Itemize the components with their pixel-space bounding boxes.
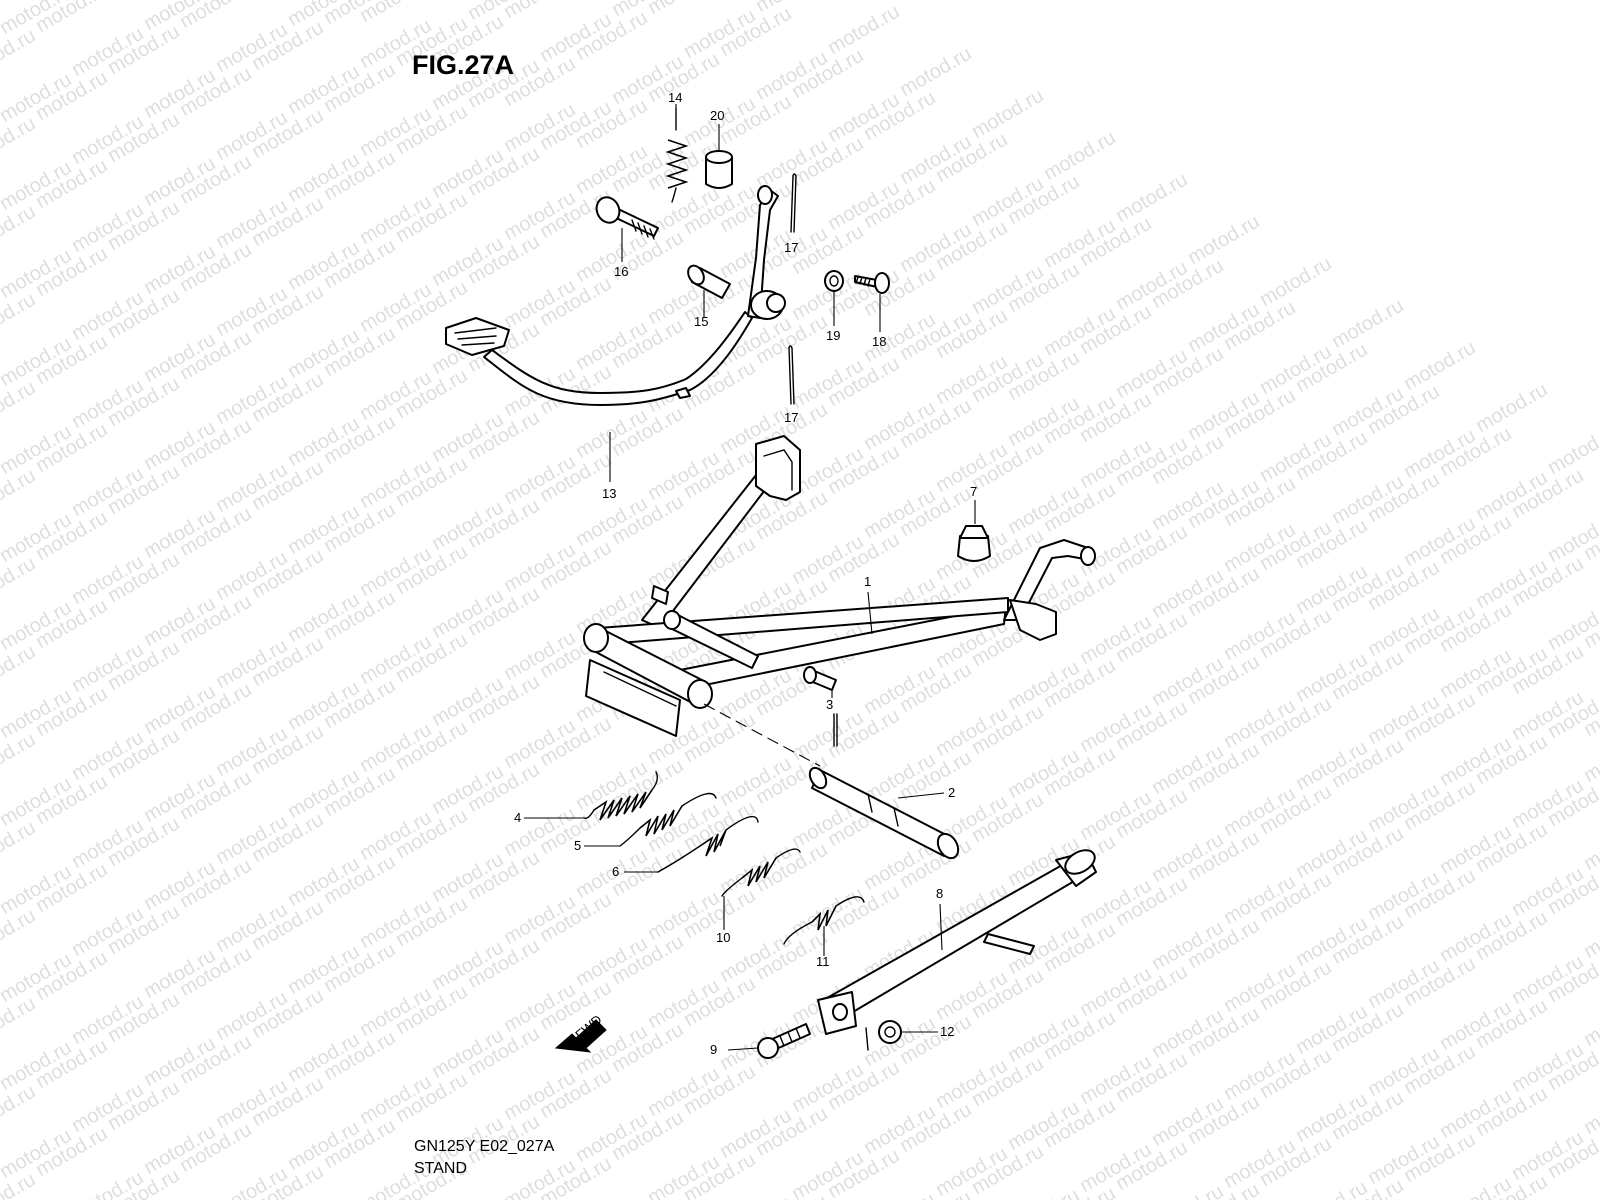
part-18-bolt <box>854 272 890 332</box>
part-4-spring <box>524 771 659 821</box>
figure-name: STAND <box>414 1160 468 1177</box>
callout-11: 11 <box>816 954 830 969</box>
callout-8: 8 <box>936 886 943 901</box>
part-7-stopper-rubber <box>957 500 991 562</box>
part-12-nut <box>865 1020 938 1051</box>
part-15-pedal-bushing <box>687 264 731 318</box>
callout-16: 16 <box>614 264 628 279</box>
callout-4: 4 <box>514 810 521 825</box>
part-13-brake-pedal <box>445 185 786 406</box>
forward-direction-arrow: FWD <box>554 1012 607 1053</box>
callout-14: 14 <box>668 90 682 105</box>
callout-12: 12 <box>940 1024 954 1039</box>
callout-18: 18 <box>872 334 886 349</box>
callout-20: 20 <box>710 108 724 123</box>
callout-15: 15 <box>694 314 708 329</box>
callout-1: 1 <box>864 574 871 589</box>
callout-19: 19 <box>826 328 840 343</box>
cotter-pin-center <box>833 713 838 747</box>
part-6-spring <box>624 815 759 873</box>
figure-title: FIG.27A <box>412 50 515 80</box>
part-8-side-stand <box>817 849 1097 1035</box>
part-9-pivot-bolt <box>727 1023 811 1059</box>
callout-6: 6 <box>612 864 619 879</box>
part-20-bushing <box>705 124 733 189</box>
callout-3: 3 <box>826 697 833 712</box>
part-17-cotter-pin-upper <box>790 173 797 233</box>
callout-9: 9 <box>710 1042 717 1057</box>
part-1-center-stand <box>583 435 1096 737</box>
callout-7: 7 <box>970 484 977 499</box>
callout-17-lower: 17 <box>784 410 798 425</box>
part-19-nut <box>824 270 844 326</box>
callout-13: 13 <box>602 486 616 501</box>
part-11-spring <box>783 896 865 956</box>
part-14-return-spring <box>665 107 689 203</box>
callout-5: 5 <box>574 838 581 853</box>
part-16-pivot-bolt <box>595 196 659 262</box>
callout-10: 10 <box>716 930 730 945</box>
callout-17-upper: 17 <box>784 240 798 255</box>
part-17-cotter-pin-lower <box>788 345 795 405</box>
callout-2: 2 <box>948 785 955 800</box>
part-5-spring <box>584 792 717 847</box>
part-3-pin <box>803 666 837 698</box>
figure-code: GN125Y E02_027A <box>414 1138 555 1155</box>
part-2-stand-shaft <box>703 703 960 860</box>
part-10-spring <box>721 848 801 930</box>
